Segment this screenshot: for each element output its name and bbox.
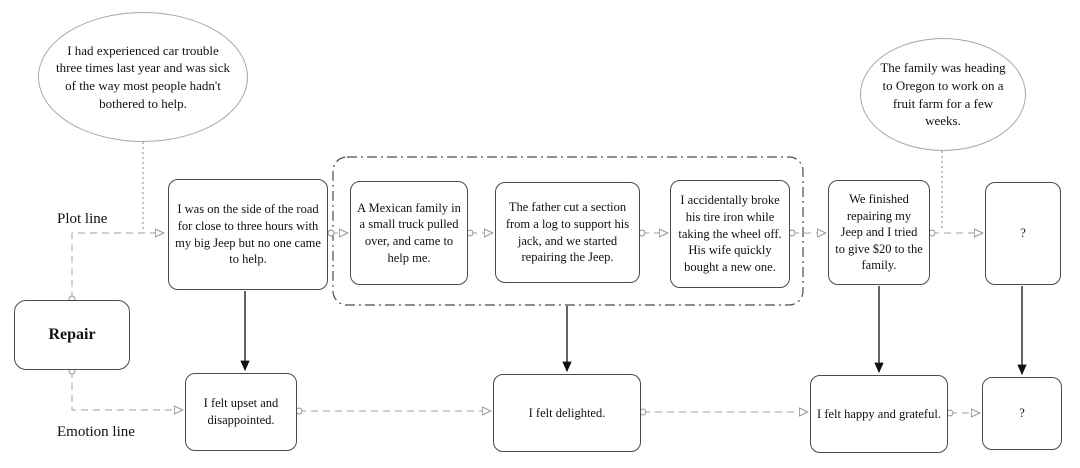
context-bubble-right-text: The family was heading to Oregon to work… [880, 60, 1006, 129]
plot-event-box-3: The father cut a section from a log to s… [495, 182, 640, 283]
topic-label: Repair [48, 326, 96, 344]
topic-box-repair: Repair [14, 300, 130, 370]
emotion-box-3: I felt happy and grateful. [810, 375, 948, 453]
emotion-4-text: ? [1019, 406, 1025, 421]
plot-event-6-text: ? [1020, 226, 1026, 241]
plot-line-label: Plot line [57, 211, 108, 227]
emotion-3-text: I felt happy and grateful. [817, 406, 941, 421]
plot-event-box-5: We finished repairing my Jeep and I trie… [828, 180, 930, 285]
cause-arrows [240, 286, 1027, 376]
context-bubble-left: I had experienced car trouble three time… [38, 12, 248, 142]
plot-event-3-text: The father cut a section from a log to s… [505, 200, 630, 265]
context-bubble-right: The family was heading to Oregon to work… [860, 38, 1026, 151]
plot-event-box-4: I accidentally broke his tire iron while… [670, 180, 790, 288]
emotion-box-2: I felt delighted. [493, 374, 641, 452]
emotion-box-unknown: ? [982, 377, 1062, 450]
emotion-box-1: I felt upset and disappointed. [185, 373, 297, 451]
plot-event-2-text: A Mexican family in a small truck pulled… [357, 200, 461, 265]
plot-event-box-unknown: ? [985, 182, 1061, 285]
context-bubble-left-text: I had experienced car trouble three time… [56, 42, 230, 111]
emotion-2-text: I felt delighted. [528, 405, 606, 420]
plot-event-box-2: A Mexican family in a small truck pulled… [350, 181, 468, 285]
plot-event-1-text: I was on the side of the road for close … [175, 202, 321, 267]
plot-event-5-text: We finished repairing my Jeep and I trie… [835, 191, 923, 273]
emotion-1-text: I felt upset and disappointed. [203, 396, 279, 427]
emotion-line-label: Emotion line [57, 424, 135, 440]
plot-event-4-text: I accidentally broke his tire iron while… [678, 193, 782, 274]
plot-event-box-1: I was on the side of the road for close … [168, 179, 328, 290]
